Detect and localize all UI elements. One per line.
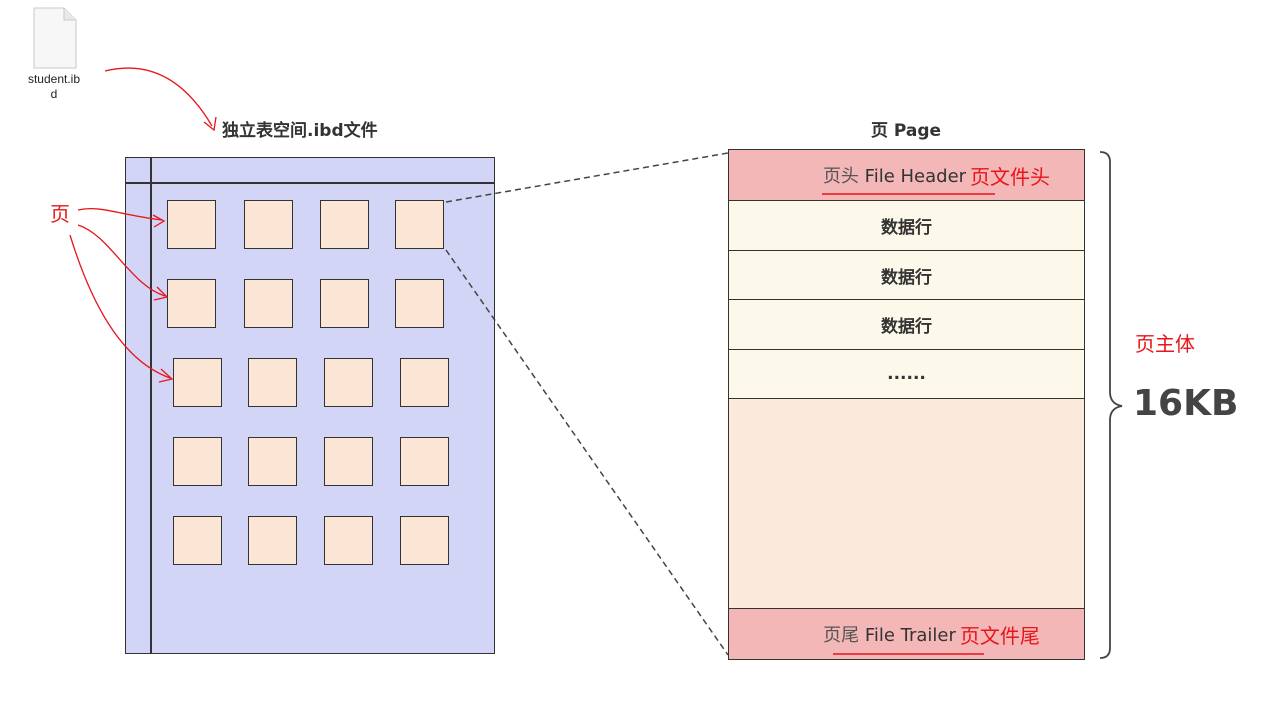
page-cell (400, 358, 449, 407)
file-header-label: 页头 File Header (823, 162, 966, 188)
tablespace-vertical-divider (150, 158, 152, 653)
page-annotation: 页 (50, 202, 70, 226)
file-name-line1: student.ib (27, 72, 81, 86)
page-arrow-3 (69, 234, 171, 379)
page-cell (320, 279, 369, 328)
page-cell (400, 437, 449, 486)
page-cell (248, 358, 297, 407)
page-cell (324, 516, 373, 565)
page-file-trailer: 页尾 File Trailer 页文件尾 (729, 608, 1084, 659)
file-header-en: File Header (864, 166, 967, 187)
page-arrow-2 (77, 224, 166, 297)
zoom-line-bottom (445, 249, 729, 656)
data-row: 数据行 (729, 201, 1084, 251)
page-cell (320, 200, 369, 249)
file-trailer-note: 页文件尾 (959, 623, 1040, 648)
tablespace-box (125, 157, 495, 654)
file-trailer-cn: 页尾 (823, 625, 860, 646)
page-file-header: 页头 File Header 页文件头 (729, 150, 1084, 201)
file-header-note: 页文件头 (970, 164, 1051, 189)
file-trailer-en: File Trailer (864, 625, 956, 646)
page-arrow-1 (77, 207, 163, 221)
page-title: 页 Page (871, 121, 942, 141)
tablespace-title: 独立表空间.ibd文件 (222, 121, 378, 141)
document-file-icon[interactable] (33, 7, 77, 69)
page-cell (173, 516, 222, 565)
tablespace-horizontal-divider (126, 182, 494, 184)
page-size-label: 16KB (1133, 383, 1239, 424)
size-brace (1099, 151, 1123, 659)
file-trailer-label: 页尾 File Trailer (823, 621, 956, 647)
page-cell (324, 437, 373, 486)
page-cell (395, 200, 444, 249)
page-detail-box: 页头 File Header 页文件头 数据行 数据行 数据行 ...... 页… (728, 149, 1085, 660)
file-name-line2: d (50, 87, 58, 101)
page-cell (244, 200, 293, 249)
data-row: 数据行 (729, 251, 1084, 300)
page-cell (248, 437, 297, 486)
file-name-label[interactable]: student.ib d (14, 72, 94, 102)
data-row-ellipsis: ...... (729, 350, 1084, 399)
page-cell (248, 516, 297, 565)
data-row: 数据行 (729, 300, 1084, 350)
page-cell (167, 200, 216, 249)
page-cell (173, 358, 222, 407)
zoom-line-top (445, 152, 729, 203)
file-header-cn: 页头 (822, 166, 859, 187)
page-cell (395, 279, 444, 328)
page-cell (244, 279, 293, 328)
page-cell (324, 358, 373, 407)
page-cell (400, 516, 449, 565)
page-body-annotation: 页主体 (1135, 332, 1195, 356)
page-cell (173, 437, 222, 486)
page-cell (167, 279, 216, 328)
file-to-title-arrow (104, 67, 213, 127)
